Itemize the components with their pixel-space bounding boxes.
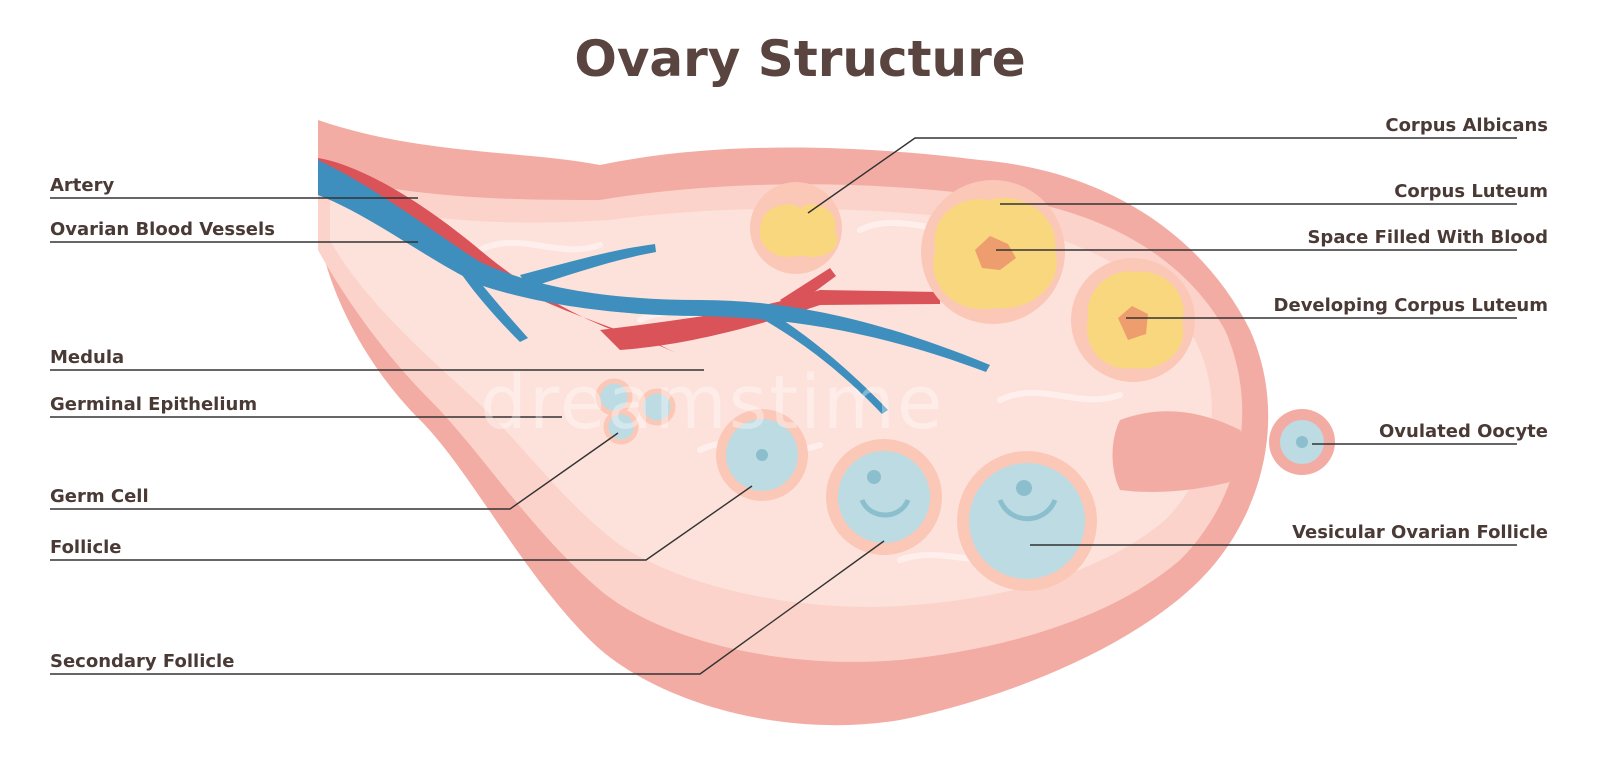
label-ovulated-oocyte: Ovulated Oocyte [1378,421,1548,442]
label-follicle: Follicle [50,537,122,558]
line-follicle [50,485,753,561]
label-artery: Artery [50,175,115,196]
germ-cells [595,378,676,445]
page-title: Ovary Structure [574,30,1026,88]
label-corpus-albicans: Corpus Albicans [1385,115,1548,136]
leader-lines [50,137,1517,675]
label-germ-cell: Germ Cell [50,486,149,507]
line-corpus-albicans [807,137,1517,214]
watermark: dreamstime [480,360,945,446]
label-medula: Medula [50,347,125,368]
label-corpus-luteum: Corpus Luteum [1394,181,1548,202]
label-space-filled-with-blood: Space Filled With Blood [1307,227,1548,248]
vein-shape [318,160,990,372]
line-secondary-follicle [50,540,885,675]
ovulation-rupture-shape [1112,411,1246,492]
label-germinal-epithelium: Germinal Epithelium [50,394,258,415]
label-vesicular-ovarian-follicle: Vesicular Ovarian Follicle [1292,522,1548,543]
artery-shape [318,158,680,355]
label-developing-corpus-luteum: Developing Corpus Luteum [1273,295,1548,316]
label-secondary-follicle: Secondary Follicle [50,651,235,672]
blood-space-shape [975,236,1016,270]
label-ovarian-blood-vessels: Ovarian Blood Vessels [50,219,275,240]
line-germ-cell [50,432,619,510]
